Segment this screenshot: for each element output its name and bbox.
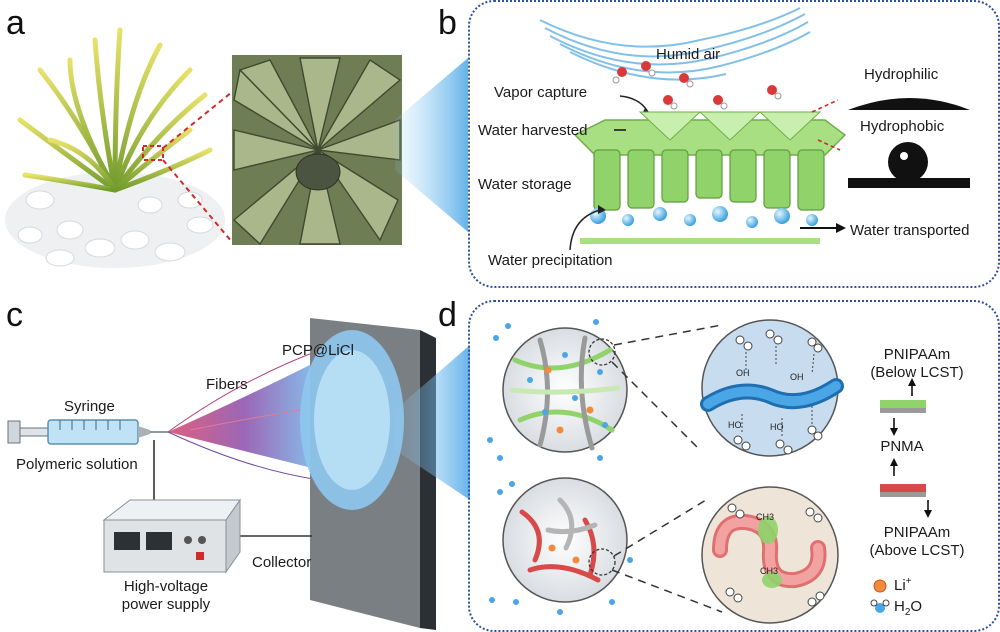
hydrogen-bond-detail [700, 319, 844, 457]
pnipaam-below-label-line2: (Below LCST) [870, 364, 964, 381]
water-transported-label: Water transported [850, 222, 970, 239]
pnma-label: PNMA [880, 438, 924, 455]
hydrophobic-collapse-detail [701, 486, 839, 624]
air-water-molecules [612, 61, 782, 110]
panel-a-letter: a [6, 4, 25, 42]
network-above-lcst [502, 477, 628, 603]
base-layer [580, 238, 820, 244]
water-storage-label: Water storage [478, 176, 572, 193]
power-supply-label-line1: High-voltage [123, 578, 209, 595]
hydrophilic-droplet [848, 98, 970, 110]
panel-c-letter: c [6, 296, 23, 334]
lcst-switch-schematic [880, 378, 932, 518]
air-plant [17, 27, 213, 193]
zoom-box [142, 145, 164, 161]
humid-air-label: Humid air [656, 46, 721, 63]
pcp-licl-label: PCP@LiCl [282, 342, 354, 359]
hydrophilic-label: Hydrophilic [864, 66, 939, 83]
collector-label: Collector [252, 554, 312, 571]
storage-pillars [593, 149, 825, 211]
cone-collectors [638, 111, 822, 141]
humid-air-stream [539, 7, 811, 81]
power-supply-box [102, 498, 241, 574]
panel-d-letter: d [438, 296, 457, 334]
oh-label: OH [790, 372, 804, 382]
arrow-hydrophilic [811, 99, 839, 113]
zoom-connectors-d [611, 324, 723, 613]
free-water-molecules [487, 319, 633, 615]
vapor-capture-label: Vapor capture [494, 84, 588, 101]
syringe [7, 419, 168, 445]
pnipaam-above-label-line2: (Above LCST) [869, 542, 965, 559]
oh-label: OH [736, 368, 750, 378]
fiber-jet [167, 349, 321, 481]
ho-label: HO [728, 420, 742, 430]
network-below-lcst [502, 327, 628, 453]
precipitation-arrow [569, 209, 601, 251]
hydrophobic-label: Hydrophobic [860, 118, 945, 135]
zoom-line-top [162, 91, 233, 149]
zoom-beam-cd [395, 345, 470, 500]
ho-label: HO [770, 422, 784, 432]
power-supply-label-line2: power supply [121, 596, 211, 613]
polymeric-solution-label: Polymeric solution [16, 456, 138, 473]
panel-b-frame [468, 0, 1000, 288]
sem-trichome-image [232, 55, 402, 246]
panel-d-frame [468, 300, 1000, 632]
legend-h2o-label: H2O [894, 598, 923, 618]
li-legend-icon [873, 579, 887, 593]
fibers-label: Fibers [206, 376, 248, 393]
hydrophobic-droplet [888, 142, 928, 182]
pebble-bed [5, 172, 225, 268]
ch3-label: CH3 [760, 566, 778, 576]
syringe-label: Syringe [64, 398, 115, 415]
water-droplets [590, 206, 818, 228]
panel-b-letter: b [438, 4, 457, 42]
h2o-legend-icon [870, 599, 890, 613]
pnipaam-above-label-line1: PNIPAAm [883, 524, 951, 541]
pnipaam-below-label-line1: PNIPAAm [883, 346, 951, 363]
water-precipitation-label: Water precipitation [488, 252, 613, 269]
zoom-beam-ab [395, 58, 468, 232]
ch3-label: CH3 [756, 512, 774, 522]
water-harvested-label: Water harvested [478, 122, 588, 139]
legend-li-label: Li+ [894, 576, 912, 594]
